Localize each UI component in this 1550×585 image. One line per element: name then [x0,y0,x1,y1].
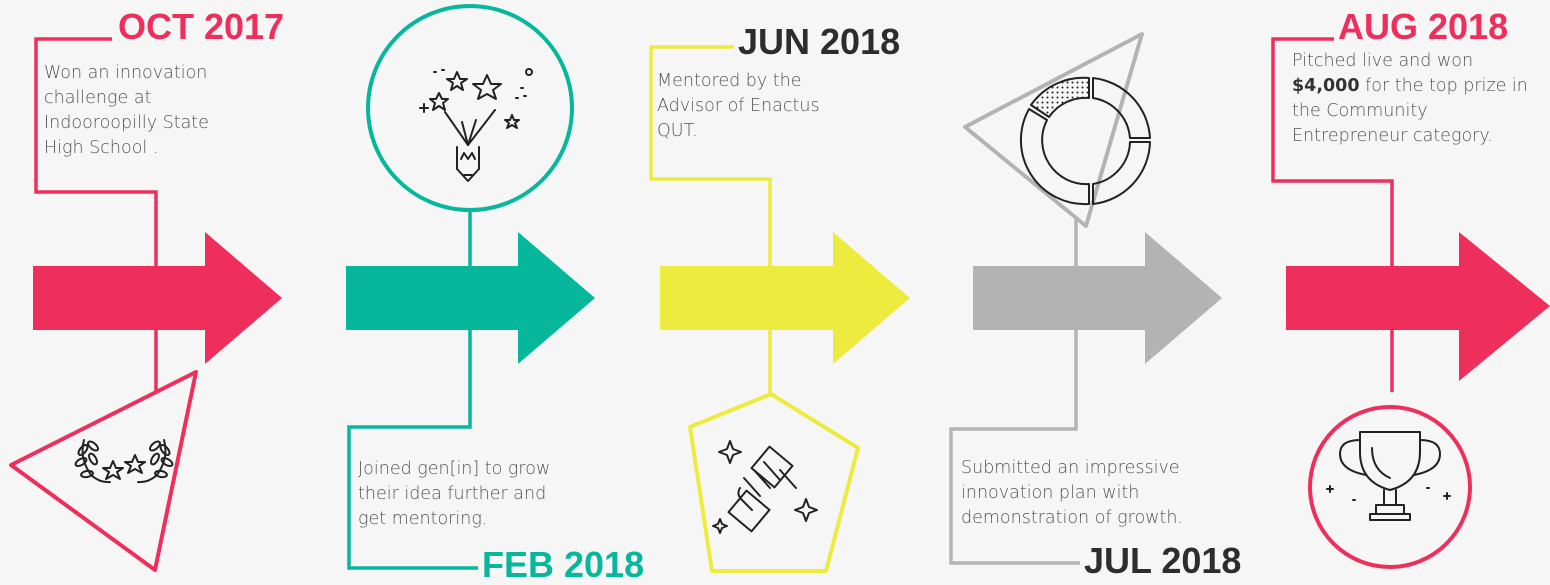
milestone-text-aug-2018-part1: Pitched live and won [1292,51,1474,71]
arrow-aug-2018 [1286,232,1550,381]
connector-feb-2018 [347,210,480,570]
milestone-date-jun-2018: JUN 2018 [734,24,905,60]
milestone-date-aug-2018: AUG 2018 [1334,9,1513,45]
connector-oct-2017 [34,37,158,392]
handshake-icon [688,392,860,573]
prize-amount: $4,000 [1292,76,1360,96]
milestone-text-jul-2018: Submitted an impressive innovation plan … [961,458,1183,528]
milestone-text-aug-2018: Pitched live and won $4,000 for the top … [1292,49,1542,149]
arrow-oct-2017 [33,232,282,364]
trophy-icon [1308,405,1472,569]
milestone-date-jul-2018: JUL 2018 [1080,543,1246,579]
milestone-text-aug-2018-part2: for the top prize in the Community Entre… [1292,76,1528,146]
milestone-date-oct-2017: OCT 2017 [114,9,289,45]
milestone-date-feb-2018: FEB 2018 [478,547,649,583]
laurel-stars-icon [9,370,198,572]
connector-aug-2018 [1271,37,1394,392]
connector-jun-2018 [649,45,772,403]
arrow-jun-2018 [660,232,910,364]
arrow-feb-2018 [346,232,595,364]
donut-chart-icon [963,32,1151,228]
connector-jul-2018 [949,186,1084,565]
creative-pencil-fireworks-icon [366,4,574,212]
milestone-text-feb-2018: Joined gen[in] to grow their idea furthe… [358,459,551,529]
milestone-text-jun-2018: Mentored by the Advisor of Enactus QUT. [657,71,820,141]
arrow-jul-2018 [973,232,1222,364]
milestone-text-oct-2017: Won an innovation challenge at Indooroop… [44,63,209,158]
